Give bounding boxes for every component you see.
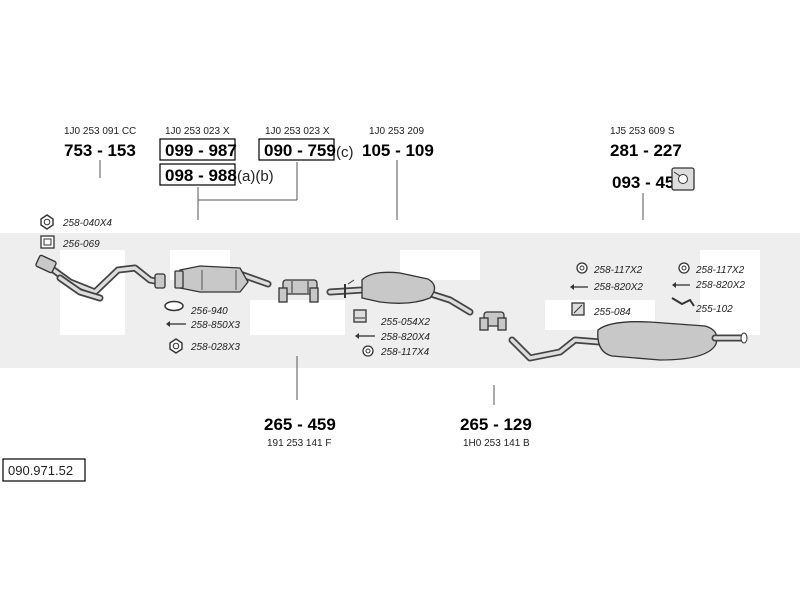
part-ref-265129: 1H0 253 141 B	[463, 438, 530, 449]
small-part-258-028[interactable]: 258-028X3	[190, 342, 240, 353]
part-number-105109[interactable]: 105 - 109	[362, 141, 434, 160]
washer-icon	[362, 345, 374, 357]
ring-gasket-icon	[164, 300, 184, 312]
small-part-256-069[interactable]: 256-069	[62, 239, 100, 250]
part-ref-090759: 1J0 253 023 X	[265, 126, 330, 137]
part-number-098988[interactable]: 098 - 988	[165, 166, 237, 185]
small-part-255-102[interactable]: 255-102	[695, 304, 733, 315]
part-ref-099987: 1J0 253 023 X	[165, 126, 230, 137]
bracket-icon	[671, 297, 695, 307]
rear-silencer[interactable]	[508, 321, 748, 362]
gasket-icon	[40, 235, 55, 249]
diagram-code: 090.971.52	[8, 463, 73, 478]
small-part-258-117-x2-a[interactable]: 258-117X2	[593, 265, 643, 276]
part-box-098988	[159, 163, 236, 186]
part-number-753153[interactable]: 753 - 153	[64, 141, 136, 160]
part-number-093455[interactable]: 093 - 455	[612, 173, 684, 192]
bolt-arrow-icon	[570, 284, 588, 290]
small-part-258-040[interactable]: 258-040X4	[62, 218, 112, 229]
part-number-265459[interactable]: 265 - 459	[264, 415, 336, 434]
washer-icon	[678, 262, 690, 274]
part-ref-753153: 1J0 253 091 CC	[64, 126, 136, 137]
bolt-arrow-icon	[166, 321, 186, 327]
small-part-258-117-x4[interactable]: 258-117X4	[380, 347, 430, 358]
part-number-099987[interactable]: 099 - 987	[165, 141, 237, 160]
part-ref-105109: 1J0 253 209	[369, 126, 424, 137]
part-number-265129[interactable]: 265 - 129	[460, 415, 532, 434]
watermark-background	[0, 233, 800, 368]
part-suffix-090759: (c)	[336, 144, 354, 161]
rear-connector[interactable]	[479, 311, 507, 331]
rubber-mount-icon	[671, 167, 695, 191]
small-part-255-084[interactable]: 255-084	[593, 307, 631, 318]
bolt-arrow-icon	[355, 333, 375, 339]
small-part-258-117-x2-b[interactable]: 258-117X2	[695, 265, 745, 276]
part-suffix-098988: (a)(b)	[237, 168, 274, 185]
center-silencer[interactable]	[326, 271, 474, 316]
washer-icon	[576, 262, 588, 274]
small-part-258-850[interactable]: 258-850X3	[190, 320, 240, 331]
part-ref-281227: 1J5 253 609 S	[610, 126, 675, 137]
small-part-255-054[interactable]: 255-054X2	[380, 317, 430, 328]
nut-icon	[40, 214, 54, 230]
part-number-281227[interactable]: 281 - 227	[610, 141, 682, 160]
small-part-258-820-x2-b[interactable]: 258-820X2	[695, 280, 745, 291]
hanger-icon	[571, 302, 585, 316]
small-part-258-820-x4[interactable]: 258-820X4	[380, 332, 430, 343]
small-part-258-820-x2-a[interactable]: 258-820X2	[593, 282, 643, 293]
catalytic-converter[interactable]	[174, 265, 272, 293]
front-pipe[interactable]	[35, 254, 166, 302]
diagram-code-box	[2, 458, 86, 482]
part-number-090759[interactable]: 090 - 759	[264, 141, 336, 160]
clamp-icon	[353, 309, 367, 323]
bolt-arrow-icon	[672, 282, 690, 288]
small-part-256-940[interactable]: 256-940	[190, 306, 228, 317]
part-ref-265459: 191 253 141 F	[267, 438, 332, 449]
part-box-090759	[258, 138, 335, 161]
part-box-099987	[159, 138, 236, 161]
nut-icon	[169, 338, 183, 354]
clamp-sleeve[interactable]	[278, 279, 319, 303]
